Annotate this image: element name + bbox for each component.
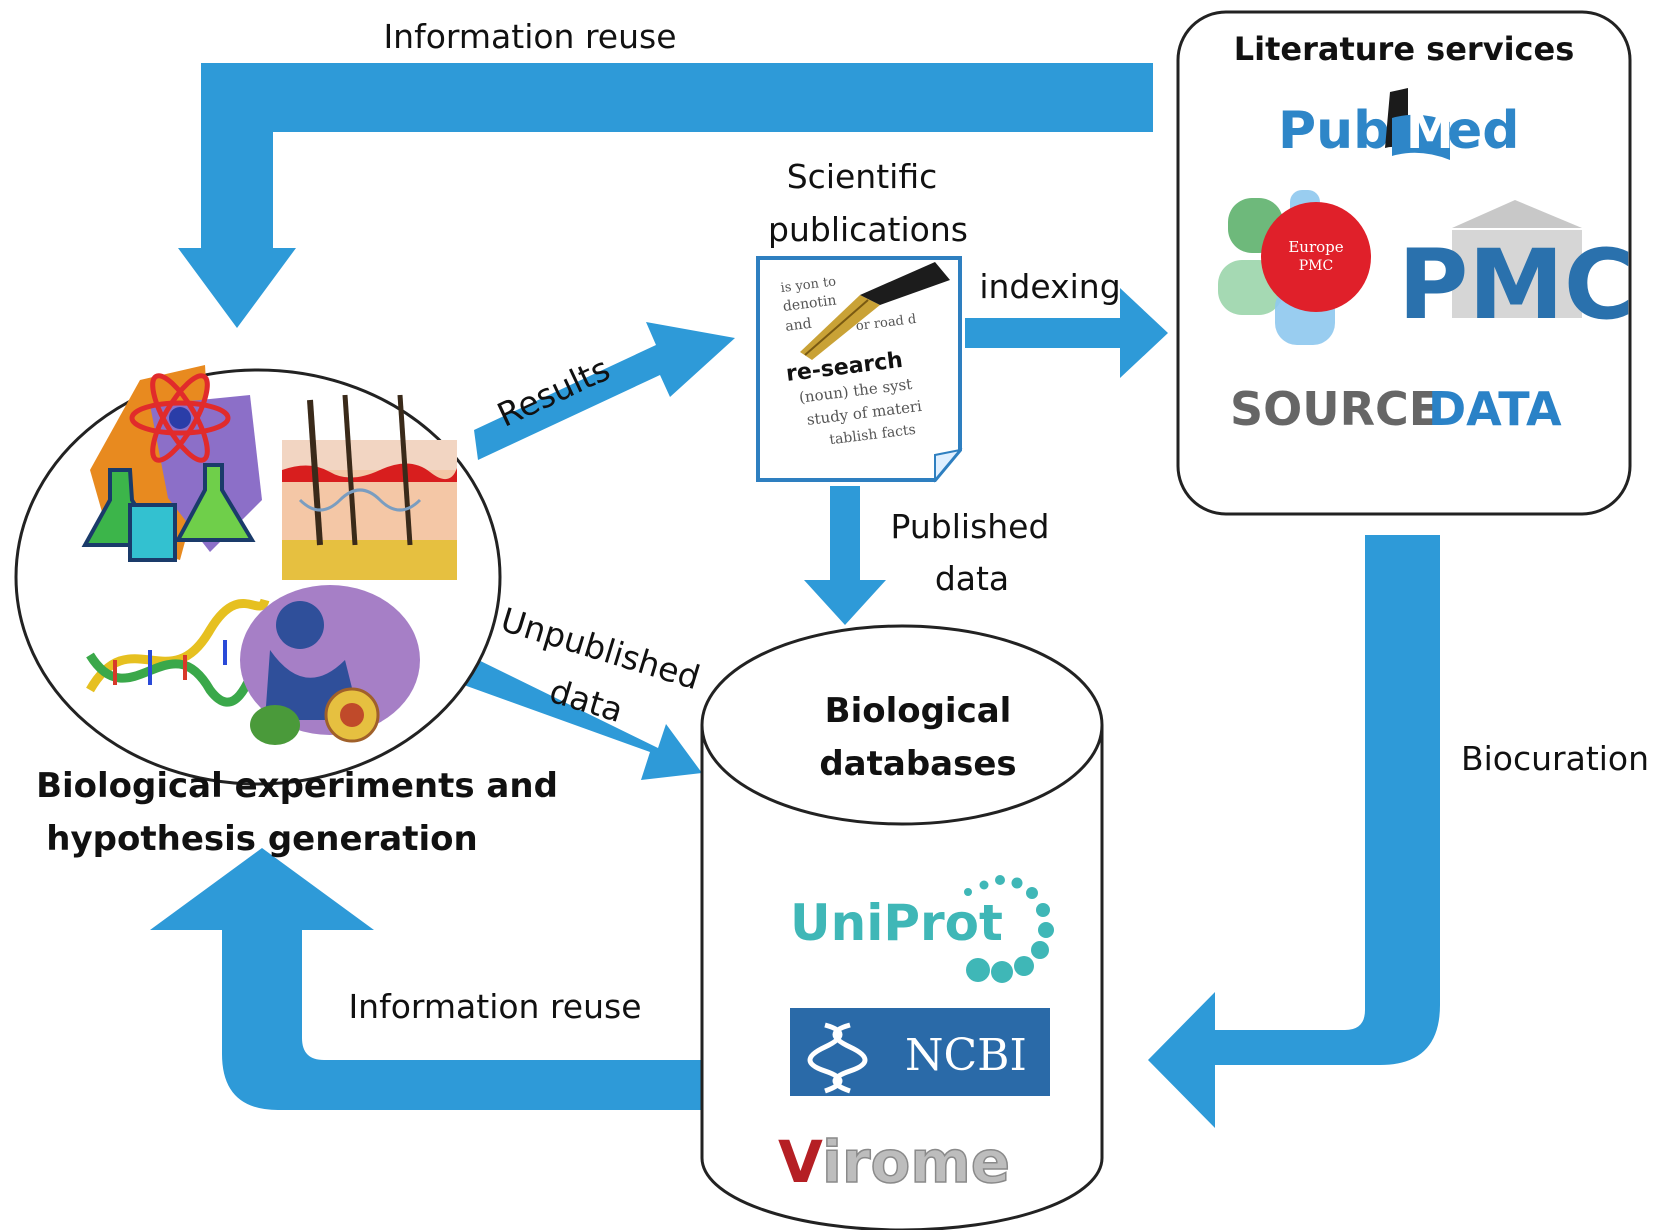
info-reuse-bottom-arrow: [150, 848, 702, 1110]
biocuration-arrow: [1148, 535, 1440, 1128]
biocuration-label: Biocuration: [1461, 739, 1649, 778]
sourcedata-data-text: DATA: [1428, 382, 1562, 436]
snippet-line-4: or road d: [855, 312, 917, 334]
databases-label-1: Biological: [825, 691, 1012, 731]
pmc-logo: PMC: [1398, 200, 1634, 341]
scientific-pub-label-2: publications: [768, 210, 968, 249]
literature-services-title: Literature services: [1234, 30, 1575, 68]
europe-pmc-line2: PMC: [1299, 258, 1333, 274]
publication-document: is yon to denotin and or road d re-searc…: [756, 256, 963, 483]
life-clipart: [240, 585, 420, 745]
pubmed-pub-text: Pub: [1278, 101, 1390, 161]
europe-pmc-line1: Europe: [1288, 238, 1343, 256]
indexing-label: indexing: [979, 267, 1120, 306]
pubmed-logo: Pub M ed: [1278, 88, 1520, 161]
pubmed-med-text: ed: [1447, 101, 1520, 161]
europe-pmc-logo: Europe PMC: [1218, 190, 1371, 345]
fountain-pen-icon: [800, 262, 950, 360]
databases-label-2: databases: [819, 744, 1016, 784]
snippet-line-1: is yon to: [780, 274, 837, 296]
skin-clipart: [282, 394, 457, 580]
chemistry-clipart: [81, 365, 262, 562]
results-arrow: [474, 322, 735, 460]
ncbi-text: NCBI: [905, 1030, 1027, 1081]
virome-logo: V irome: [778, 1127, 1011, 1197]
info-reuse-bottom-label: Information reuse: [348, 987, 641, 1026]
unpublished-data-arrow: [450, 650, 702, 780]
ncbi-logo: NCBI: [790, 1008, 1050, 1096]
snippet-line-2: denotin: [782, 292, 837, 314]
indexing-arrow: [965, 288, 1168, 378]
snippet-line-3: and: [784, 316, 812, 335]
sourcedata-source-text: SOURCE: [1230, 382, 1440, 436]
pmc-text: PMC: [1398, 229, 1634, 341]
scientific-pub-label-1: Scientific: [787, 157, 938, 196]
virome-v: V: [778, 1128, 823, 1196]
info-reuse-top-arrow: [178, 63, 1153, 328]
published-data-arrow: [804, 486, 886, 625]
experiments-label-2: hypothesis generation: [46, 819, 477, 859]
uniprot-text: UniProt: [790, 894, 1003, 952]
literature-services-box: [1176, 10, 1632, 516]
sourcedata-logo: SOURCE DATA: [1230, 382, 1562, 436]
published-data-label-2: data: [935, 559, 1009, 598]
unpublished-data-label-1: Unpublished: [496, 600, 704, 697]
uniprot-logo: UniProt: [790, 875, 1054, 983]
experiments-label-1: Biological experiments and: [36, 766, 558, 806]
virome-rest: irome: [822, 1128, 1010, 1196]
pubmed-m-text: M: [1406, 104, 1454, 160]
databases-cylinder: [700, 624, 1104, 1230]
info-reuse-top-label: Information reuse: [383, 17, 676, 56]
published-data-label-1: Published: [891, 507, 1050, 546]
